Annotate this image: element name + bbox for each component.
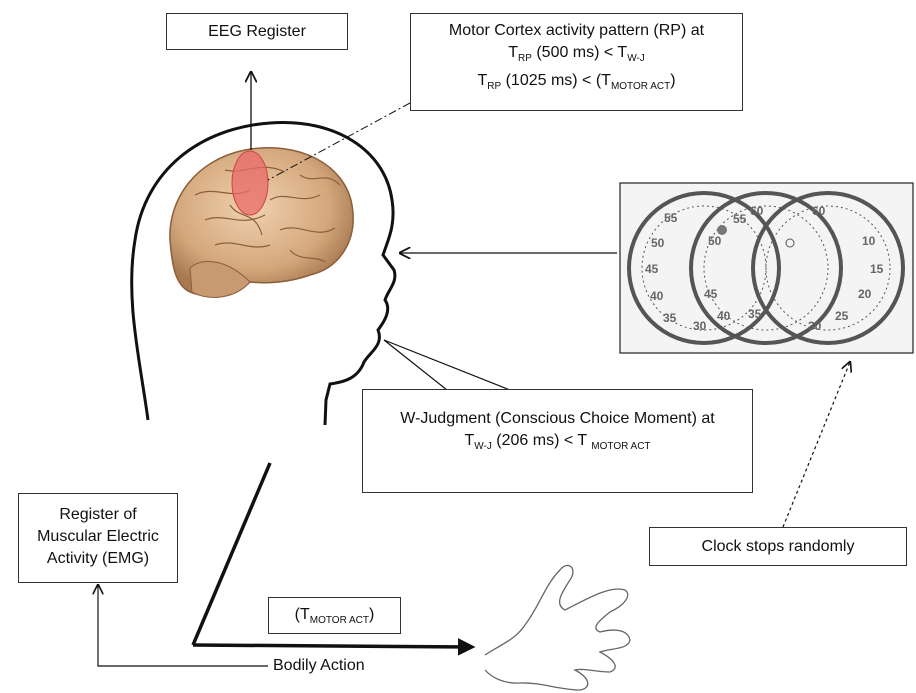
clock-mid-n3: 45 [704, 287, 718, 301]
brain-illustration [169, 147, 354, 298]
clock-mid-n1: 55 [733, 212, 747, 226]
clock-right-n5: 30 [808, 319, 822, 333]
motor-act-box: (TMOTOR ACT) [268, 597, 401, 634]
clock-left-n3: 40 [650, 289, 664, 303]
clock-mid-n2: 50 [708, 234, 722, 248]
arm-line [191, 462, 272, 646]
rp-line2-t: T [508, 44, 518, 61]
rp-connector-line [267, 102, 411, 181]
clock-mid-n5: 35 [748, 307, 762, 321]
clock-right-n1: 10 [862, 234, 876, 248]
rp-box: Motor Cortex activity pattern (RP) at TR… [410, 13, 743, 111]
clock-mid-n4: 40 [717, 309, 731, 323]
wj-line1: W-Judgment (Conscious Choice Moment) at [400, 410, 715, 427]
emg-line2: Muscular Electric [37, 528, 159, 545]
rp-line2-sub2: W-J [627, 53, 645, 64]
emg-arrow [98, 585, 268, 667]
stopwatch-faces [627, 191, 905, 345]
rp-line2-sub: RP [517, 53, 532, 64]
eeg-register-box: EEG Register [166, 13, 348, 50]
w-judgment-box: W-Judgment (Conscious Choice Moment) at … [362, 389, 753, 493]
clock-right-n4: 25 [835, 309, 849, 323]
clock-stop-arrow [782, 362, 850, 528]
action-arrow [192, 638, 476, 656]
clock-stops-label: Clock stops randomly [701, 538, 855, 555]
motor-act-t: (T [294, 606, 310, 623]
hand-sketch [484, 564, 631, 691]
rp-line1: Motor Cortex activity pattern (RP) at [448, 22, 705, 39]
rp-line3-t: T [477, 72, 488, 89]
wj-line2: TW-J (206 ms) < T MOTOR ACT [363, 430, 752, 458]
rp-line3-sub2: MOTOR ACT [610, 81, 671, 92]
clock-right-n3: 20 [858, 287, 872, 301]
wj-line2-t: T [464, 432, 475, 449]
rp-line2-mid: (500 ms) < T [531, 44, 628, 61]
clock-left-n5: 30 [693, 319, 707, 333]
wj-pointer [383, 339, 511, 391]
wj-line2-mid: (206 ms) < T [491, 432, 592, 449]
clock-left-n0: 55 [664, 211, 678, 225]
rp-line3-end: ) [670, 72, 676, 89]
wj-line2-sub: W-J [474, 441, 492, 452]
emg-line3: Activity (EMG) [46, 550, 150, 567]
clock-right-n0: 60 [812, 204, 826, 218]
emg-line1: Register of [59, 506, 137, 523]
clock-stops-box: Clock stops randomly [649, 527, 907, 566]
clock-mid-n0: 60 [750, 204, 764, 218]
emg-register-box: Register of Muscular Electric Activity (… [18, 493, 178, 583]
clock-left-n4: 35 [663, 311, 677, 325]
clock-right-n2: 15 [870, 262, 884, 276]
clock-left-n2: 45 [645, 262, 659, 276]
head-outline [130, 120, 397, 426]
rp-line3: TRP (1025 ms) < (TMOTOR ACT) [411, 70, 742, 98]
motor-act-end: ) [369, 606, 375, 623]
rp-line3-sub: RP [487, 81, 502, 92]
rp-region-highlight [231, 150, 269, 216]
bodily-action-label: Bodily Action [273, 657, 365, 674]
wj-line2-sub2: MOTOR ACT [591, 441, 651, 452]
eeg-register-label: EEG Register [208, 23, 306, 40]
rp-line2: TRP (500 ms) < TW-J [411, 42, 742, 70]
clock-left-n1: 50 [651, 236, 665, 250]
rp-line3-mid: (1025 ms) < (T [501, 72, 611, 89]
motor-act-sub: MOTOR ACT [309, 615, 370, 626]
